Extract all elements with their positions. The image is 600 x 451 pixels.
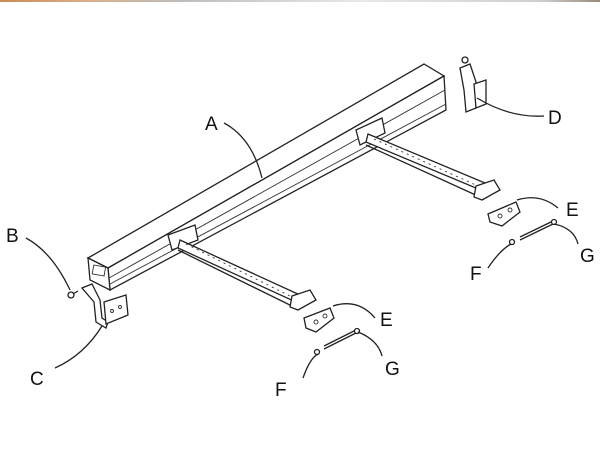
bolt-g-upper [519, 218, 558, 241]
label-c: C [30, 369, 44, 390]
bracket-c [80, 283, 129, 329]
label-g-upper: G [580, 246, 595, 267]
label-e-upper: E [566, 200, 579, 221]
label-f-upper: F [470, 264, 482, 285]
bracket-e-upper [487, 201, 521, 227]
label-g-lower: G [385, 359, 400, 380]
screw-b [67, 290, 79, 299]
bracket-e-lower [303, 307, 335, 333]
leader-lines [25, 97, 579, 379]
right-extension-arm [355, 117, 501, 201]
main-rail-a [86, 63, 447, 292]
nut-f-upper [508, 238, 516, 246]
label-d: D [548, 108, 562, 129]
bolt-g-lower [323, 327, 361, 350]
bracket-d [459, 56, 487, 113]
top-border-strip [0, 0, 600, 2]
label-a: A [205, 114, 218, 135]
label-e-lower: E [380, 310, 393, 331]
label-f-lower: F [275, 380, 287, 401]
label-b: B [6, 226, 19, 247]
nut-f-lower [313, 348, 321, 356]
left-extension-arm [167, 224, 317, 311]
